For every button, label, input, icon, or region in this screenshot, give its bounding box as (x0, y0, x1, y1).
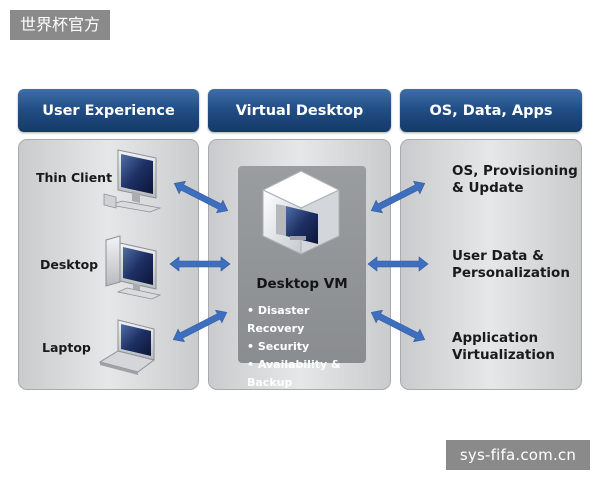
desktop-pc-icon (105, 235, 162, 300)
label-app-virtualization-line1: Application (452, 330, 539, 346)
desktop-vm-title: Desktop VM (256, 276, 348, 292)
header-virtual-desktop: Virtual Desktop (208, 89, 391, 132)
vm-feature-availability-backup: • Availability & Backup (247, 358, 341, 389)
label-os-provisioning: OS, Provisioning & Update (452, 163, 578, 197)
label-app-virtualization-line2: Virtualization (452, 347, 555, 363)
label-desktop: Desktop (40, 257, 99, 272)
label-user-data-line1: User Data & (452, 248, 544, 264)
header-os-data-apps: OS, Data, Apps (400, 89, 582, 132)
double-arrow-icon (169, 180, 429, 343)
vm-feature-list: • Disaster Recovery • Security • Availab… (247, 302, 367, 392)
thin-client-monitor-icon (103, 149, 162, 213)
vm-feature-security: • Security (247, 340, 310, 353)
label-user-data-line2: Personalization (452, 265, 570, 281)
header-user-experience: User Experience (18, 89, 199, 132)
label-app-virtualization: Application Virtualization (452, 330, 555, 364)
virtual-machine-cube-icon (261, 170, 341, 255)
label-thin-client: Thin Client (36, 170, 113, 185)
laptop-icon (98, 319, 156, 375)
watermark-bottom-right: sys-fifa.com.cn (446, 440, 590, 470)
vm-feature-disaster-recovery: • Disaster Recovery (247, 304, 310, 335)
label-user-data: User Data & Personalization (452, 248, 570, 282)
label-os-provisioning-line2: & Update (452, 180, 524, 196)
panel-os-data-apps (400, 139, 582, 390)
label-os-provisioning-line1: OS, Provisioning (452, 163, 578, 179)
label-laptop: Laptop (42, 340, 91, 355)
watermark-top-left: 世界杯官方 (10, 10, 110, 40)
